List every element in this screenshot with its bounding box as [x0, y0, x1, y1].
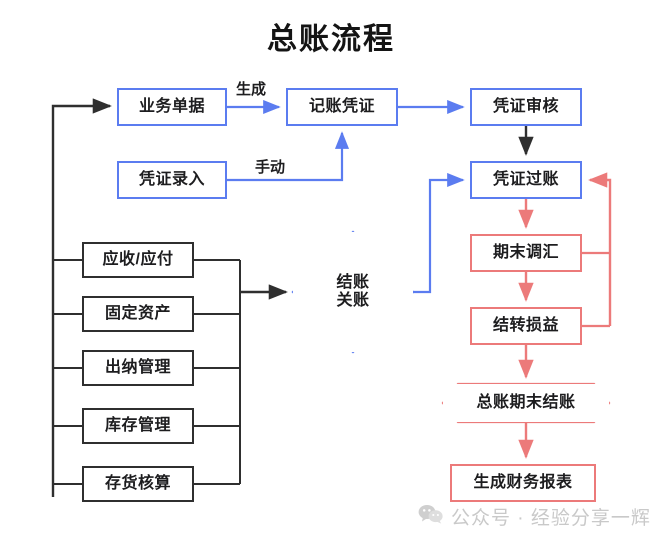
watermark: 公众号 · 经验分享一辉	[418, 503, 651, 530]
node-zongzhangqimojiezhang[interactable]: 总账期末结账	[443, 384, 609, 422]
module-left-rail	[53, 259, 82, 485]
node-pingzhengluru[interactable]: 凭证录入	[117, 161, 227, 199]
node-cunhuohesuan[interactable]: 存货核算	[82, 466, 194, 502]
node-shengchengcaiwubaobiao[interactable]: 生成财务报表	[450, 464, 596, 502]
edge-label-shoudong: 手动	[255, 159, 286, 176]
node-chunaguanli[interactable]: 出纳管理	[82, 350, 194, 386]
edge-jiezhangguanzhang-to-pingzhengguozhang	[413, 172, 465, 294]
node-jizhangpingzheng[interactable]: 记账凭证	[286, 88, 398, 126]
node-pingzhengshenhe[interactable]: 凭证审核	[470, 88, 582, 126]
edge-label-shengcheng: 生成	[236, 81, 267, 98]
node-jiezhangguanzhang[interactable]: 结账 关账	[293, 232, 413, 352]
node-pingzhengguozhang[interactable]: 凭证过账	[470, 161, 582, 199]
module-right-rail	[194, 259, 241, 485]
page-title: 总账流程	[267, 23, 395, 56]
node-yingshouyingfu[interactable]: 应收/应付	[82, 242, 194, 278]
node-qimotiaohui[interactable]: 期末调汇	[470, 234, 582, 272]
node-yewudanju[interactable]: 业务单据	[117, 88, 227, 126]
node-kucunguanli[interactable]: 库存管理	[82, 408, 194, 444]
watermark-text: 公众号 · 经验分享一辉	[451, 508, 651, 529]
edge-feedback-to-pingzhengguozhang	[582, 172, 612, 328]
node-gudingzichan[interactable]: 固定资产	[82, 296, 194, 332]
node-jiezhuansunyi[interactable]: 结转损益	[470, 307, 582, 345]
wechat-icon	[418, 504, 444, 530]
